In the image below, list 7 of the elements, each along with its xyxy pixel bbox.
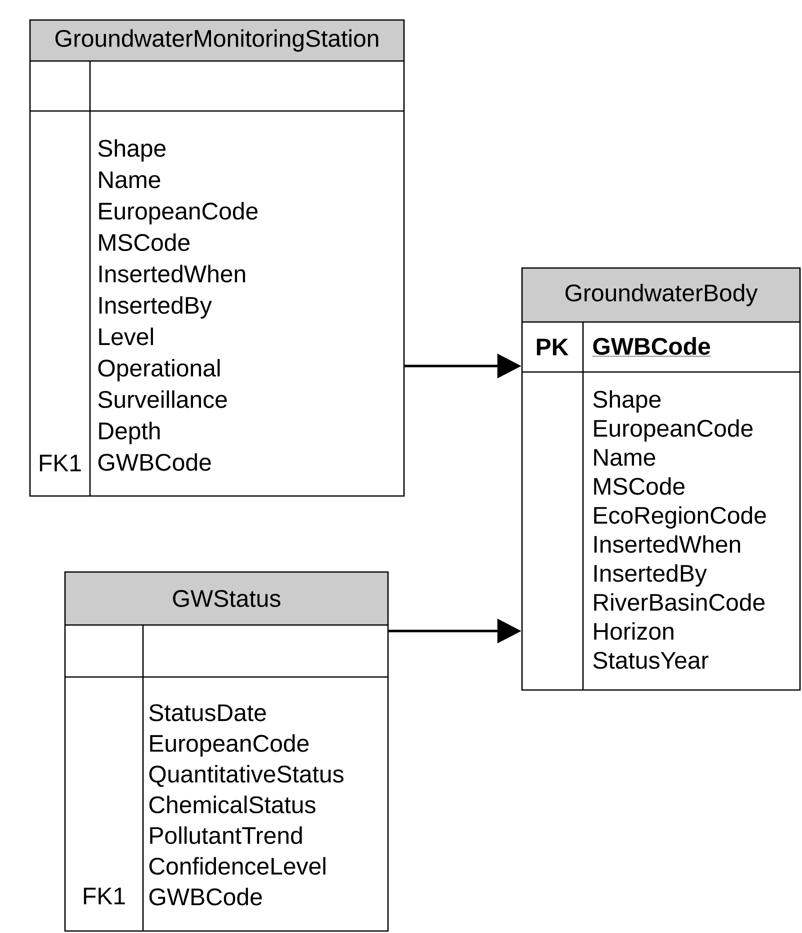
attribute-list: Shape Name EuropeanCode MSCode InsertedWhen InsertedBy Level Operational Surveillance Depth GWBCode — [98, 139, 258, 471]
key-label: FK1 — [84, 888, 125, 904]
key-label: PK — [536, 338, 568, 356]
key-label: FK1 — [40, 454, 81, 472]
attribute-list: StatusDate EuropeanCode QuantitativeStatus ChemicalStatus PollutantTrend ConfidenceLevel GWBCode — [149, 704, 344, 906]
primary-key-field: GWBCode — [592, 337, 712, 356]
attribute-list: Shape EuropeanCode Name MSCode EcoRegionCode InsertedWhen InsertedBy RiverBasinCode Horizon StatusYear — [593, 390, 766, 669]
